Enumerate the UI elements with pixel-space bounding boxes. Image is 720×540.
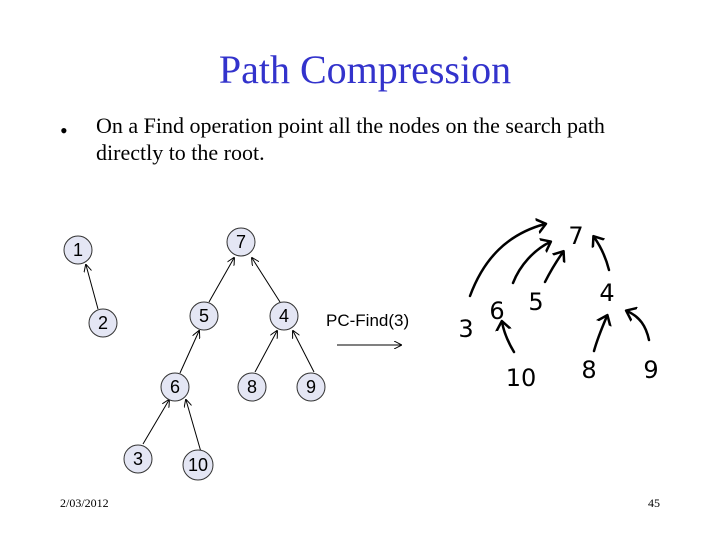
slide-title: Path Compression xyxy=(218,47,512,92)
node-2: 2 xyxy=(88,308,118,338)
after-edge-3-to-7 xyxy=(468,224,545,298)
edge-9-to-4 xyxy=(293,331,315,373)
node-2-circle xyxy=(88,308,118,338)
node-6-label: 6 xyxy=(170,377,180,397)
node-7-label: 7 xyxy=(236,232,246,252)
node-1-label: 1 xyxy=(73,240,83,260)
node-4-label: 4 xyxy=(279,306,289,326)
node-8-circle xyxy=(237,372,267,402)
before-tree-edges xyxy=(86,258,315,453)
after-edge-9-to-4 xyxy=(627,311,651,342)
before-tree: 1 2 7 5 4 6 8 9 xyxy=(63,227,326,481)
node-5-label: 5 xyxy=(199,306,209,326)
edge-5-to-7 xyxy=(208,258,234,303)
after-node-6: 6 xyxy=(489,297,504,325)
operation-label: PC-Find(3) xyxy=(326,311,409,330)
node-6: 6 xyxy=(160,372,190,402)
after-tree: 7 3 6 5 4 10 8 9 xyxy=(458,222,659,392)
node-5-circle xyxy=(189,301,219,331)
page-number: 45 xyxy=(648,496,660,510)
edge-2-to-1 xyxy=(86,265,99,310)
edge-10-to-6 xyxy=(186,400,202,453)
after-node-9: 9 xyxy=(643,356,658,384)
node-7-circle xyxy=(226,227,256,257)
node-9-circle xyxy=(296,372,326,402)
node-10: 10 xyxy=(182,449,214,481)
after-node-3: 3 xyxy=(458,315,473,343)
node-3-label: 3 xyxy=(133,449,143,469)
node-8: 8 xyxy=(237,372,267,402)
node-7: 7 xyxy=(226,227,256,257)
node-10-circle xyxy=(182,449,214,481)
operation: PC-Find(3) xyxy=(326,311,409,345)
after-node-7: 7 xyxy=(568,222,583,250)
node-9-label: 9 xyxy=(306,377,316,397)
bullet-dot: • xyxy=(60,118,68,143)
after-edge-6-to-7 xyxy=(511,242,550,285)
edge-4-to-7 xyxy=(252,258,281,303)
node-5: 5 xyxy=(189,301,219,331)
node-10-label: 10 xyxy=(188,455,208,475)
node-8-label: 8 xyxy=(247,377,257,397)
node-4: 4 xyxy=(269,301,299,331)
edge-8-to-4 xyxy=(254,331,277,373)
edge-6-to-5 xyxy=(179,331,199,374)
after-node-10: 10 xyxy=(506,364,537,392)
edge-3-to-6 xyxy=(142,400,169,445)
node-2-label: 2 xyxy=(98,313,108,333)
node-1: 1 xyxy=(63,235,93,265)
bullet-text: On a Find operation point all the nodes … xyxy=(96,113,605,165)
node-3: 3 xyxy=(123,444,153,474)
after-edge-10-to-6 xyxy=(502,322,516,354)
after-edge-5-to-7 xyxy=(543,252,563,284)
after-node-5: 5 xyxy=(528,288,543,316)
after-edge-4-to-7 xyxy=(594,237,611,272)
node-1-circle xyxy=(63,235,93,265)
footer-date: 2/03/2012 xyxy=(60,496,109,510)
node-4-circle xyxy=(269,301,299,331)
node-6-circle xyxy=(160,372,190,402)
after-edge-8-to-4 xyxy=(592,316,607,353)
node-9: 9 xyxy=(296,372,326,402)
node-3-circle xyxy=(123,444,153,474)
after-tree-edges xyxy=(468,224,651,354)
after-node-4: 4 xyxy=(599,279,614,307)
after-node-8: 8 xyxy=(581,356,596,384)
